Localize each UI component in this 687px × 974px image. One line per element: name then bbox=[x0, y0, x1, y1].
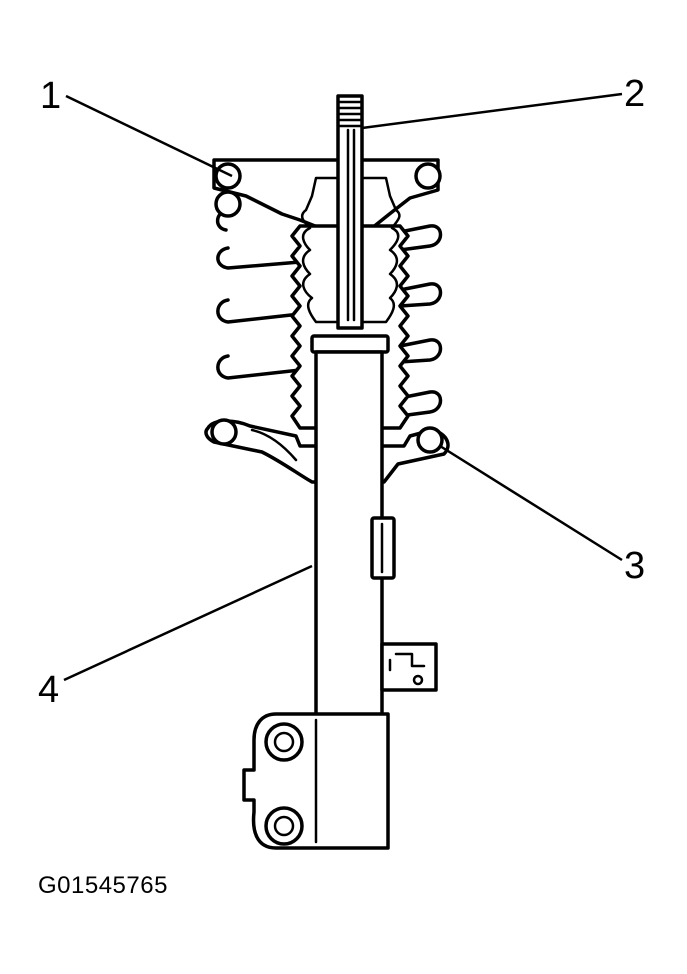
leader-4 bbox=[63, 564, 313, 682]
leader-1 bbox=[65, 94, 233, 178]
callout-labels: 1 2 3 4 bbox=[38, 73, 645, 711]
piston-rod bbox=[336, 94, 364, 330]
leader-lines bbox=[63, 92, 623, 682]
upper-spring-seat bbox=[212, 158, 442, 234]
callout-3: 3 bbox=[624, 545, 645, 587]
callout-2: 2 bbox=[624, 73, 645, 115]
coil-spring bbox=[215, 208, 443, 418]
callout-1: 1 bbox=[40, 75, 61, 117]
jounce-bumper bbox=[300, 176, 401, 324]
callout-4: 4 bbox=[38, 669, 59, 711]
leader-3 bbox=[439, 444, 623, 562]
figure-code: G01545765 bbox=[38, 872, 168, 899]
strut-body bbox=[310, 334, 438, 722]
knuckle-flange bbox=[242, 712, 390, 850]
leader-2 bbox=[361, 92, 623, 130]
